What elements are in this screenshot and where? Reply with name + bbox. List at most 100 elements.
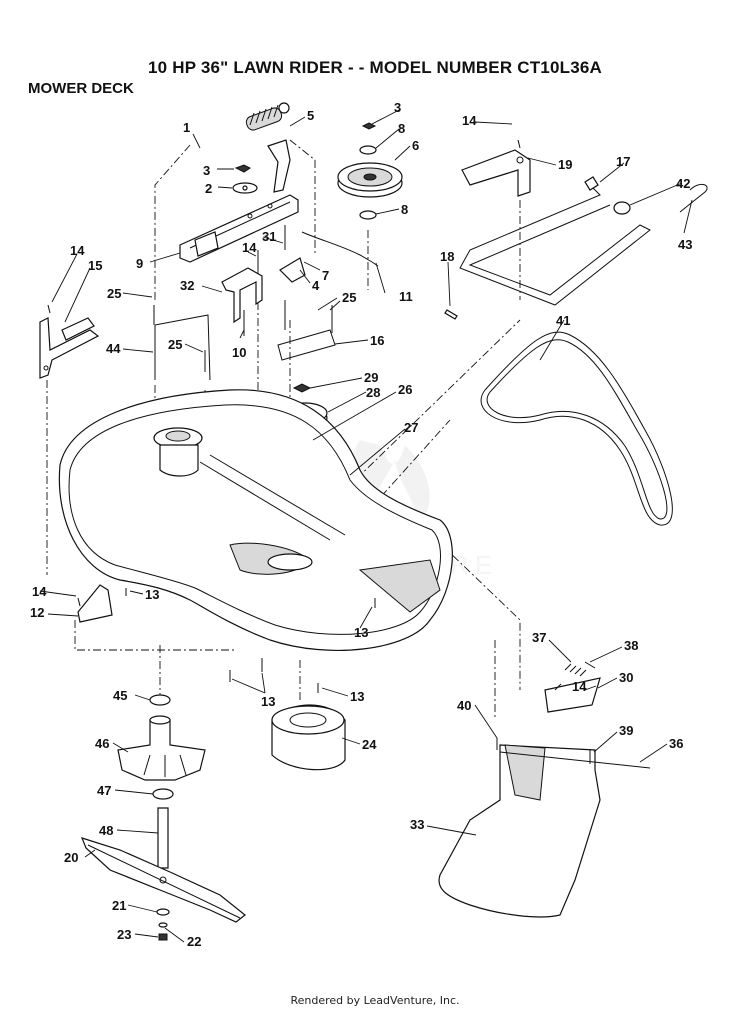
- section-title: MOWER DECK: [28, 80, 134, 97]
- callout-6: 6: [412, 138, 419, 153]
- callout-1: 1: [183, 120, 190, 135]
- shaft-part-48: [157, 807, 169, 869]
- spring-part-1: [245, 102, 290, 131]
- callout-29: 29: [364, 370, 378, 385]
- callout-19: 19: [558, 157, 572, 172]
- callout-14a: 14: [462, 113, 477, 128]
- mower-deck-part-27: [58, 389, 453, 652]
- callout-23: 23: [117, 927, 131, 942]
- handle-part-16: [277, 300, 336, 361]
- callout-24: 24: [362, 737, 377, 752]
- spindle-housing-part-46: [117, 715, 206, 781]
- screw-part-14d: [554, 683, 562, 691]
- rod-part-36: [499, 751, 651, 769]
- callout-28: 28: [366, 385, 380, 400]
- nut-part-29: [292, 383, 312, 393]
- callout-41: 41: [556, 313, 570, 328]
- callout-45: 45: [113, 688, 127, 703]
- callout-33: 33: [410, 817, 424, 832]
- callout-16: 16: [370, 333, 384, 348]
- callout-40: 40: [457, 698, 471, 713]
- callout-46: 46: [95, 736, 109, 751]
- screw-part-13c: [229, 658, 263, 682]
- callout-25a: 25: [107, 286, 121, 301]
- callout-30: 30: [619, 670, 633, 685]
- bracket-part-15: [39, 317, 100, 379]
- pin-part-38: [584, 661, 596, 669]
- spring-part-37: [564, 663, 587, 677]
- nut-part-3b: [361, 122, 377, 130]
- callout-22: 22: [187, 934, 201, 949]
- callout-labels: 1 2 3 3 4 5 6 7 8 8 9 10 11 12 13 13 13 …: [30, 100, 692, 949]
- callout-47: 47: [97, 783, 111, 798]
- bracket-part-19: [461, 139, 531, 197]
- callout-3b: 3: [203, 163, 210, 178]
- callout-10: 10: [232, 345, 246, 360]
- callout-26: 26: [398, 382, 412, 397]
- callout-25c: 25: [342, 290, 356, 305]
- callout-13b: 13: [354, 625, 368, 640]
- callout-32: 32: [180, 278, 194, 293]
- handle-part-17: [459, 176, 651, 306]
- leader-lines: [39, 109, 693, 943]
- bearing-part-45: [149, 694, 171, 706]
- diagram-title: 10 HP 36" LAWN RIDER - - MODEL NUMBER CT…: [148, 58, 602, 77]
- callout-39: 39: [619, 723, 633, 738]
- callout-5: 5: [307, 108, 314, 123]
- washer-part-22: [158, 922, 168, 928]
- callout-25b: 25: [168, 337, 182, 352]
- callout-27: 27: [404, 420, 418, 435]
- callout-7: 7: [322, 268, 329, 283]
- bracket-part-9: [179, 194, 299, 263]
- hinge-part-30: [544, 677, 601, 713]
- bracket-part-4: [279, 257, 306, 283]
- callout-43: 43: [678, 237, 692, 252]
- callout-44: 44: [106, 341, 121, 356]
- bracket-part-32: [221, 267, 263, 336]
- callout-14d: 14: [32, 584, 47, 599]
- baffle-part-24: [271, 704, 346, 771]
- callout-12: 12: [30, 605, 44, 620]
- callout-37: 37: [532, 630, 546, 645]
- rod-part-7: [301, 231, 373, 263]
- callout-11: 11: [399, 289, 413, 304]
- chute-part-33: [438, 744, 601, 918]
- washer-part-42: [613, 201, 631, 215]
- washer-part-21: [156, 908, 170, 916]
- callout-13d: 13: [350, 689, 364, 704]
- callout-8: 8: [398, 121, 405, 136]
- screw-part-14b: [47, 304, 51, 314]
- callout-17: 17: [616, 154, 630, 169]
- lever-part-5: [267, 139, 291, 193]
- callout-13c: 13: [261, 694, 275, 709]
- callout-20: 20: [64, 850, 78, 865]
- callout-3: 3: [394, 100, 401, 115]
- callout-9: 9: [136, 256, 143, 271]
- washer-part-8a: [359, 145, 377, 155]
- blade-part-20: [80, 837, 246, 923]
- bracket-part-44: [153, 305, 211, 381]
- callout-21: 21: [112, 898, 126, 913]
- callout-15: 15: [88, 258, 102, 273]
- callout-14b: 14: [70, 243, 85, 258]
- clip-part-43: [679, 183, 708, 213]
- pin-part-18: [444, 309, 458, 320]
- callout-4: 4: [312, 278, 320, 293]
- callout-38: 38: [624, 638, 638, 653]
- callout-8b: 8: [401, 202, 408, 217]
- callout-2: 2: [205, 181, 212, 196]
- belt-part-41: [480, 331, 673, 526]
- callout-36: 36: [669, 736, 683, 751]
- bracket-part-12: [77, 584, 113, 623]
- footer-credit: Rendered by LeadVenture, Inc.: [290, 994, 460, 1007]
- callout-48: 48: [99, 823, 113, 838]
- bearing-part-47: [152, 788, 174, 800]
- callout-31: 31: [262, 229, 276, 244]
- callout-13a: 13: [145, 587, 159, 602]
- screw-part-14c: [77, 597, 81, 607]
- callout-14c: 14: [242, 240, 257, 255]
- callout-42: 42: [676, 176, 690, 191]
- washer-hole: [242, 185, 248, 191]
- callout-18: 18: [440, 249, 454, 264]
